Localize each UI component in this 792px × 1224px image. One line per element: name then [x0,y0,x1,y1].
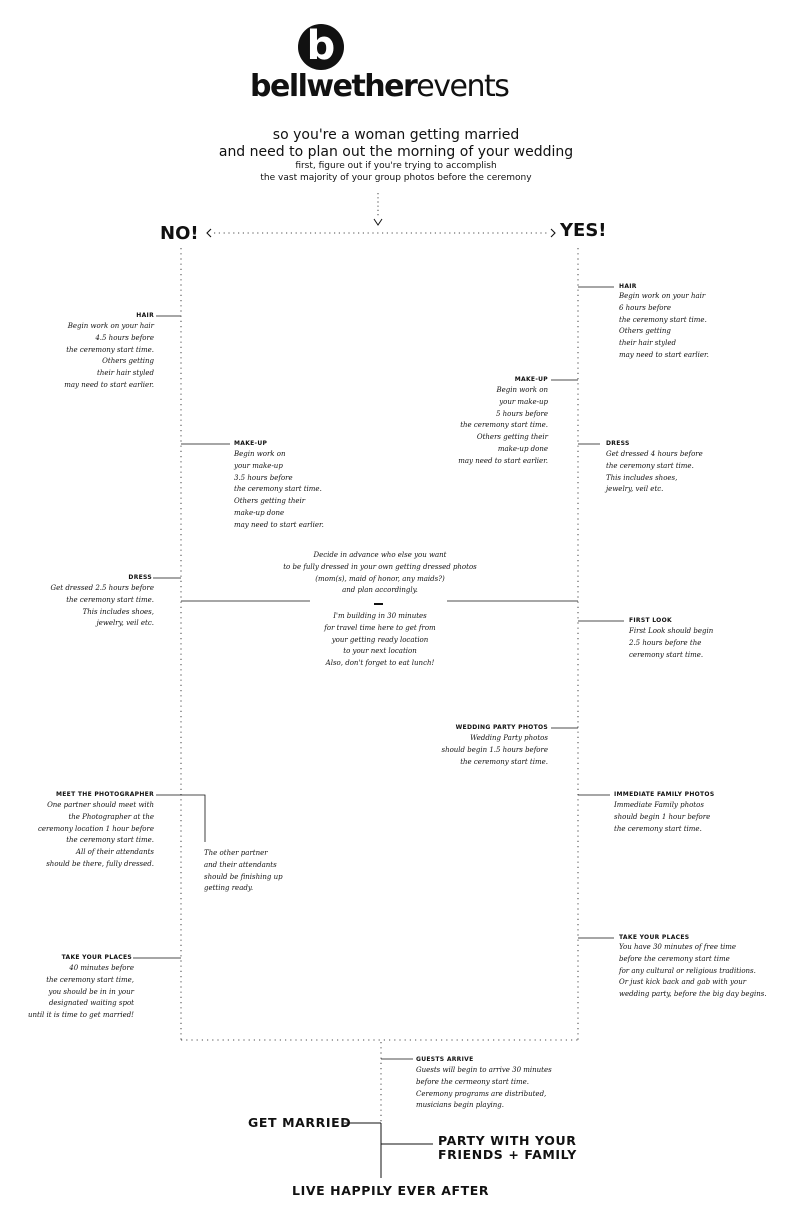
brand-name-bold: bellwether [250,69,418,104]
first-look-text: First Look should begin 2.5 hours before… [629,627,714,659]
wedding-party-label: WEDDING PARTY PHOTOS [455,724,548,731]
yes-dress-text: Get dressed 4 hours before the ceremony … [606,450,703,494]
yes-hair-label: HAIR [619,283,637,290]
brand-name-light: events [416,69,510,104]
guests-label: GUESTS ARRIVE [416,1056,474,1063]
yes-dress-label: DRESS [606,440,630,447]
live-happily: LIVE HAPPILY EVER AFTER [292,1183,490,1198]
yes-arrowhead [550,228,556,238]
no-photographer-label: MEET THE PHOTOGRAPHER [56,791,154,798]
photographer-connector [156,794,206,842]
no-places-label: TAKE YOUR PLACES [61,954,132,961]
brand-name: bellwetherevents [250,68,550,106]
no-hair-label: HAIR [136,312,154,319]
center-divider [374,603,383,605]
party-line-2: FRIENDS + FAMILY [438,1147,577,1162]
guests-text: Guests will begin to arrive 30 minutes b… [416,1066,552,1110]
center-note-dressed: Decide in advance who else you want to b… [283,551,477,595]
wedding-party-text: Wedding Party photos should begin 1.5 ho… [441,734,548,766]
no-makeup-text: Begin work on your make-up 3.5 hours bef… [234,450,324,529]
yes-makeup-label: MAKE-UP [514,376,548,383]
no-dress-label: DRESS [128,574,152,581]
yes-label: YES! [560,220,607,241]
yes-makeup-text: Begin work on your make-up 5 hours befor… [458,386,548,465]
first-look-label: FIRST LOOK [629,617,672,624]
no-label: NO! [160,223,199,244]
center-note-travel: I'm building in 30 minutes for travel ti… [324,612,436,668]
yes-places-text: You have 30 minutes of free time before … [619,943,767,999]
family-text: Immediate Family photos should begin 1 h… [614,801,711,833]
no-arrowhead [206,228,212,238]
top-arrowhead [373,218,383,226]
family-label: IMMEDIATE FAMILY PHOTOS [614,791,715,798]
yes-places-label: TAKE YOUR PLACES [619,934,690,941]
no-places-text: 40 minutes before the ceremony start tim… [27,964,134,1020]
get-married: GET MARRIED [248,1115,352,1130]
party-line-1: PARTY WITH YOUR [438,1133,577,1148]
bellwether-logo-icon: b [298,23,344,70]
intro-line-3: first, figure out if you're trying to ac… [295,161,497,171]
no-photographer-text: One partner should meet with the Photogr… [37,801,154,868]
no-makeup-label: MAKE-UP [234,440,268,447]
other-partner-text: The other partner and their attendants s… [204,849,283,893]
no-dress-text: Get dressed 2.5 hours before the ceremon… [50,584,154,628]
intro-line-4: the vast majority of your group photos b… [260,173,532,183]
intro-line-2: and need to plan out the morning of your… [218,144,574,160]
intro-line-1: so you're a woman getting married [272,127,520,143]
no-hair-text: Begin work on your hair 4.5 hours before… [64,322,154,389]
yes-hair-text: Begin work on your hair 6 hours before t… [619,292,709,359]
